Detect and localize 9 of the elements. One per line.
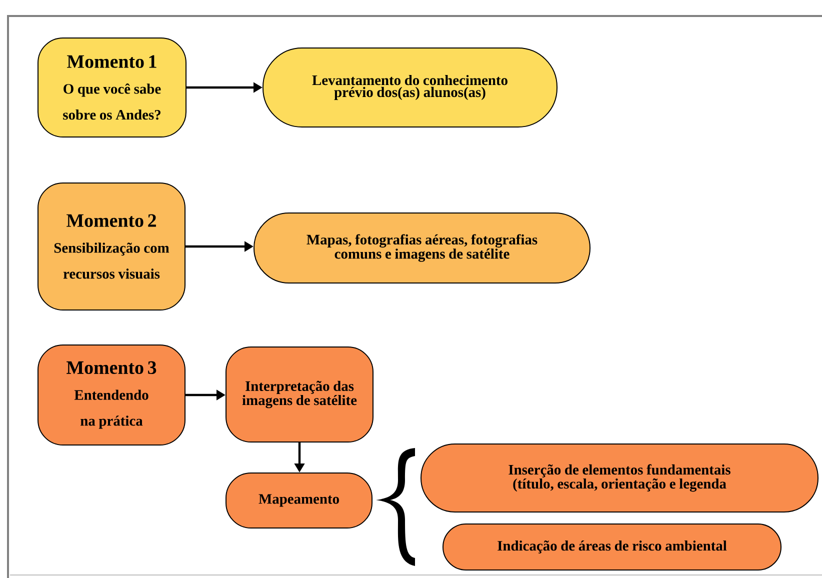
step-box: Mapeamento [226,472,372,528]
stage-box: Momento 1 O que você sabe sobre os Andes? [38,38,186,138]
step-box: Mapas, fotografias aéreas, fotografias comuns e imagens de satélite [254,212,590,284]
step-box: Indicação de áreas de risco ambiental [442,524,782,570]
stage-box: Momento 2 Sensibilização com recursos visuais [38,182,186,310]
step-box: Inserção de elementos fundamentais (título, escala, orientação e legenda [420,444,818,512]
step-box: Interpretação das imagens de satélite [226,346,374,442]
step-box: Levantamento do conhecimento prévio dos(as) alunos(as) [262,48,558,128]
stage-box: Momento 3 Entendendo na prática [38,344,186,446]
